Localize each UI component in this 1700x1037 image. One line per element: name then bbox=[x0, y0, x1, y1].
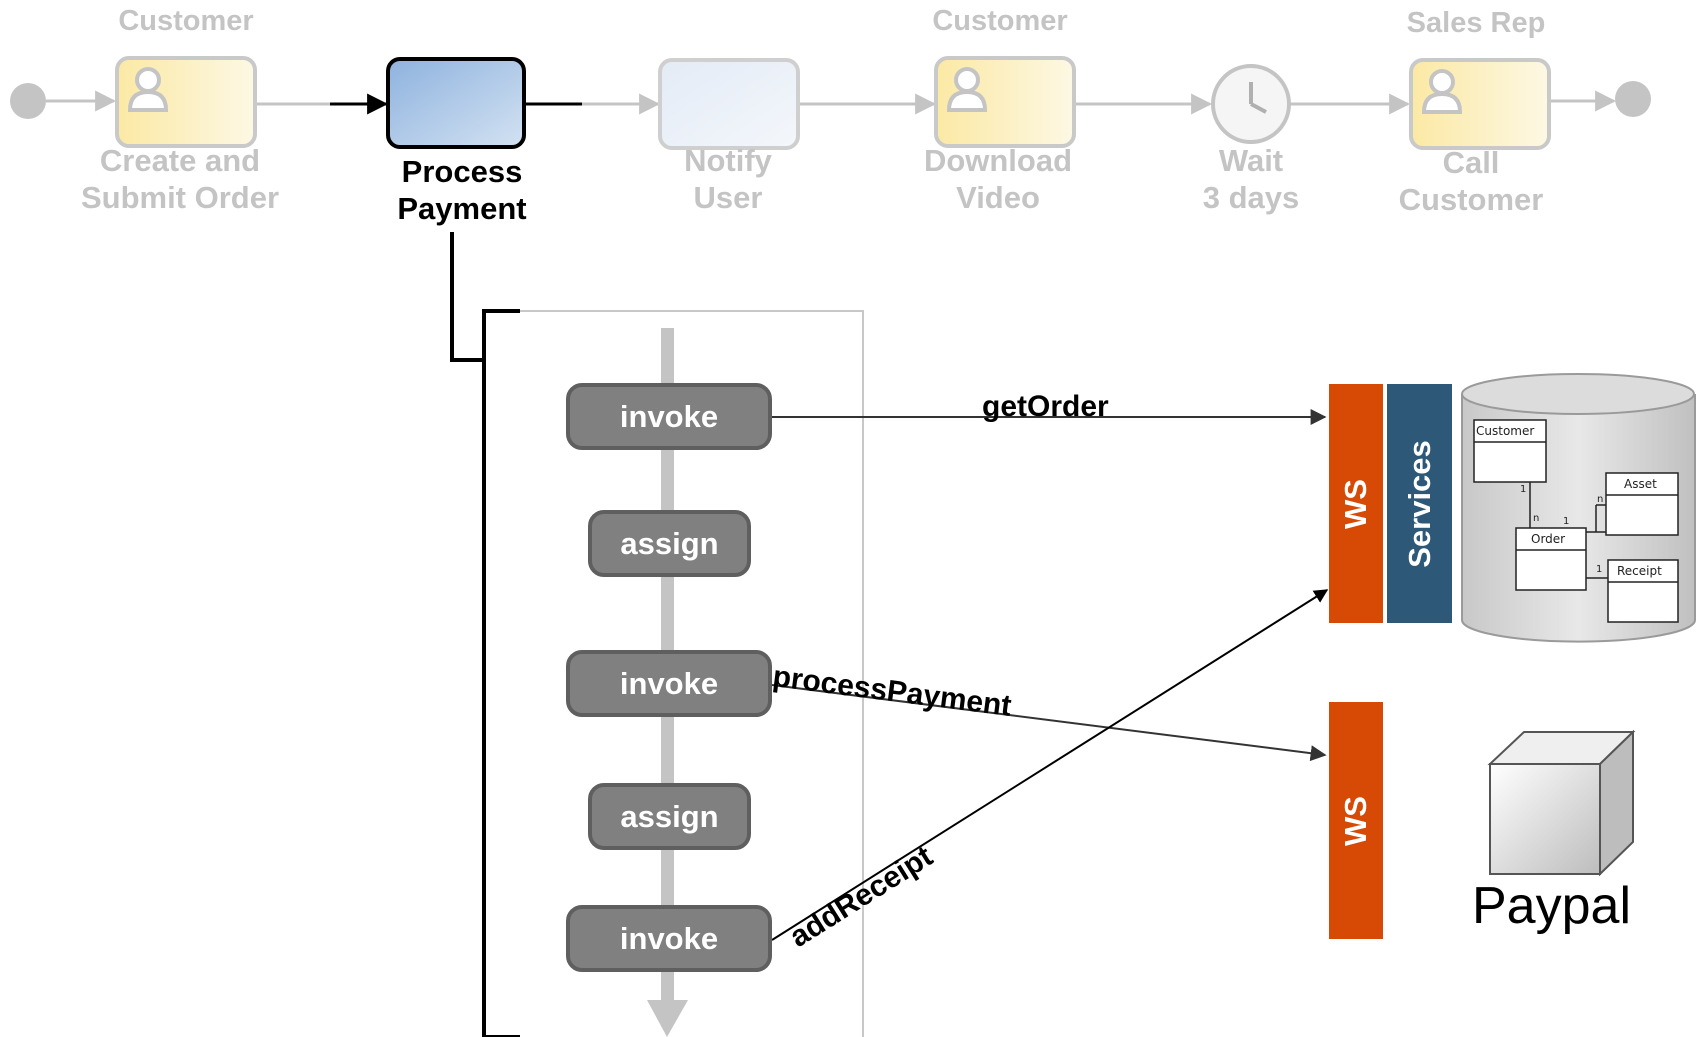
user-icon bbox=[127, 67, 169, 112]
role-label-download: Customer bbox=[932, 5, 1068, 37]
task-process-payment[interactable] bbox=[386, 57, 526, 149]
step-invoke-add-receipt[interactable]: invoke bbox=[566, 905, 772, 972]
user-icon bbox=[1421, 69, 1463, 114]
cardinality-customer-one: 1 bbox=[1520, 484, 1527, 495]
services-label: Services bbox=[1401, 439, 1437, 568]
entity-customer: Customer bbox=[1476, 424, 1535, 438]
start-event bbox=[10, 83, 46, 119]
ws-endpoint-paypal: WS bbox=[1329, 702, 1383, 939]
task-label-wait: Wait 3 days bbox=[1202, 143, 1300, 216]
entity-receipt: Receipt bbox=[1617, 564, 1662, 578]
task-label-create: Create and Submit Order bbox=[80, 143, 280, 216]
step-assign-1[interactable]: assign bbox=[588, 510, 751, 577]
role-label-create: Customer bbox=[118, 5, 254, 37]
services-layer: Services bbox=[1387, 384, 1452, 623]
entity-order: Order bbox=[1531, 532, 1566, 546]
step-invoke-get-order[interactable]: invoke bbox=[566, 383, 772, 450]
end-event bbox=[1615, 81, 1651, 117]
subprocess-connector bbox=[450, 232, 484, 362]
orchestration-arrow-head bbox=[647, 1000, 688, 1037]
subprocess-frame bbox=[520, 310, 864, 1037]
entity-asset: Asset bbox=[1624, 477, 1657, 491]
task-create-submit-order[interactable] bbox=[115, 56, 257, 148]
cardinality-receipt-one: 1 bbox=[1596, 564, 1603, 575]
user-icon bbox=[946, 67, 988, 112]
arrow-process-payment bbox=[771, 684, 1327, 762]
task-call-customer[interactable] bbox=[1409, 58, 1551, 150]
ws-label: WS bbox=[1338, 478, 1373, 529]
call-label-get-order: getOrder bbox=[982, 390, 1109, 423]
cardinality-order-asset-one: 1 bbox=[1563, 516, 1570, 527]
cardinality-order-many: n bbox=[1533, 513, 1540, 524]
task-download-video[interactable] bbox=[934, 56, 1076, 148]
subprocess-bracket bbox=[482, 309, 520, 1037]
task-notify-user[interactable] bbox=[658, 58, 800, 150]
task-label-call: Call Customer bbox=[1398, 145, 1544, 218]
task-label-process-payment: Process Payment bbox=[397, 154, 527, 227]
ws-label: WS bbox=[1338, 795, 1373, 846]
role-label-call: Sales Rep bbox=[1406, 7, 1546, 39]
clock-icon bbox=[1249, 82, 1267, 114]
er-diagram bbox=[1473, 419, 1679, 623]
task-label-notify: Notify User bbox=[684, 143, 772, 216]
cardinality-asset-many: n bbox=[1597, 494, 1604, 505]
task-label-download: Download Video bbox=[923, 143, 1073, 216]
step-assign-2[interactable]: assign bbox=[588, 783, 751, 850]
ws-endpoint-backend: WS bbox=[1329, 384, 1383, 623]
step-invoke-process-payment[interactable]: invoke bbox=[566, 650, 772, 717]
paypal-label: Paypal bbox=[1472, 877, 1631, 935]
paypal-cube-icon bbox=[1487, 729, 1636, 877]
arrow-add-receipt bbox=[771, 589, 1329, 941]
timer-event-wait[interactable] bbox=[1211, 64, 1291, 144]
